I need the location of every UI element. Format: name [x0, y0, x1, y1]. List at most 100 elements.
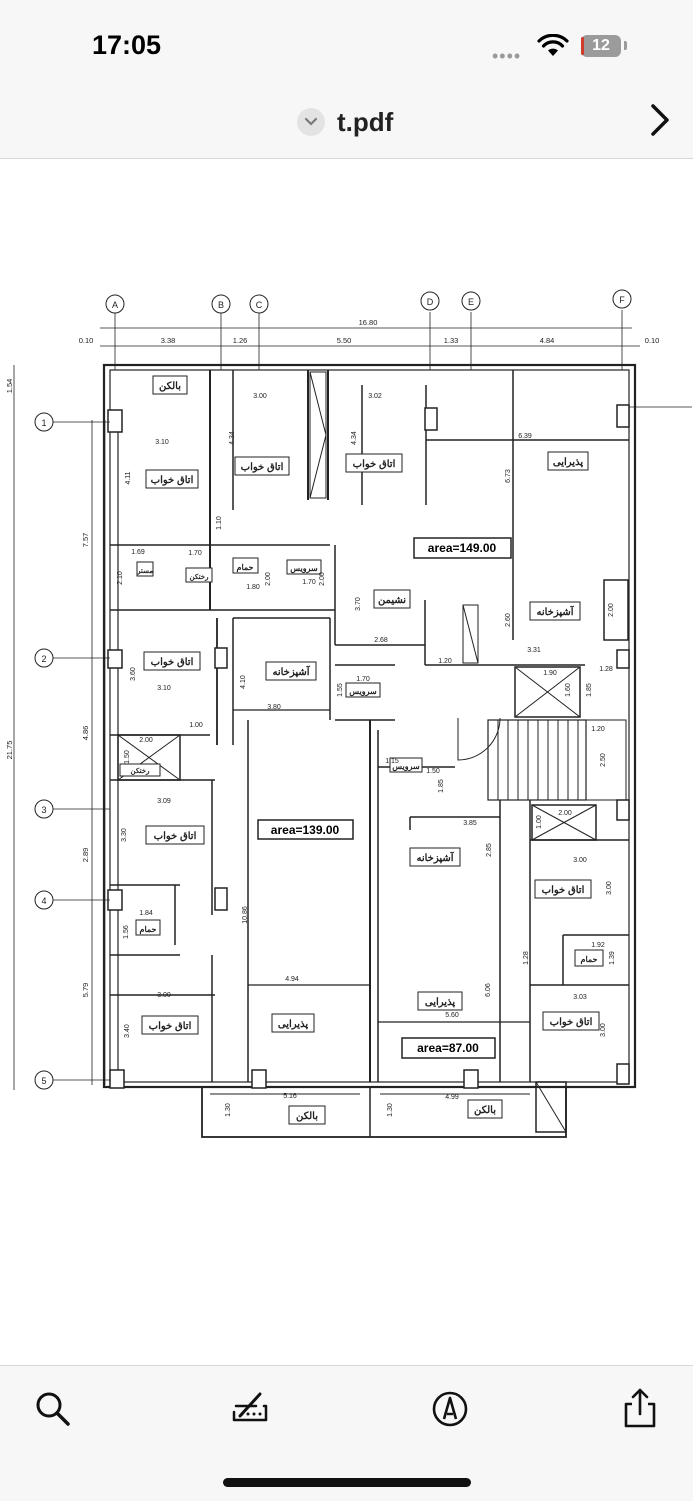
room-bedroom: اتاق خواب	[149, 1021, 192, 1032]
svg-text:3.31: 3.31	[527, 647, 541, 654]
room-bedroom: اتاق خواب	[353, 459, 396, 470]
interior-dimensions: 3.00 3.02 6.39 3.10 4.34 4.34 4.11 6.73 …	[117, 393, 616, 1117]
wifi-icon	[537, 34, 569, 56]
svg-text:1.28: 1.28	[523, 951, 530, 965]
grid-row-1: 1	[41, 418, 46, 428]
chevron-down-icon[interactable]	[297, 108, 325, 136]
svg-text:area=139.00: area=139.00	[271, 823, 340, 837]
room-bedroom: اتاق خواب	[151, 475, 194, 486]
svg-text:3.02: 3.02	[368, 393, 382, 400]
grid-col-b: B	[218, 300, 224, 310]
grid-col-d: D	[427, 297, 434, 307]
svg-text:4.34: 4.34	[229, 431, 236, 445]
pen-circle-icon[interactable]	[428, 1386, 472, 1430]
svg-text:2.85: 2.85	[486, 843, 493, 857]
svg-text:2.60: 2.60	[505, 613, 512, 627]
svg-text:area=87.00: area=87.00	[417, 1041, 479, 1055]
svg-text:10.86: 10.86	[242, 906, 249, 924]
svg-text:1.30: 1.30	[225, 1103, 232, 1117]
svg-text:1.55: 1.55	[337, 683, 344, 697]
svg-text:1.84: 1.84	[139, 910, 153, 917]
svg-text:1.60: 1.60	[565, 683, 572, 697]
svg-text:6.73: 6.73	[505, 469, 512, 483]
dim-left: 2.89	[81, 848, 90, 863]
floor-plan-page[interactable]: A B C D E F 1 2 3 4 5 16.80 0.10 3.38 1.…	[0, 158, 693, 1364]
svg-text:3.00: 3.00	[600, 1023, 607, 1037]
svg-text:2.68: 2.68	[374, 637, 388, 644]
room-bath: حمام	[140, 925, 157, 935]
dim-top: 5.50	[337, 336, 352, 345]
svg-text:3.85: 3.85	[463, 820, 477, 827]
grid-row-5: 5	[41, 1076, 46, 1086]
area-box-139: area=139.00	[257, 819, 354, 840]
svg-text:1.92: 1.92	[591, 942, 605, 949]
share-icon[interactable]	[618, 1386, 662, 1430]
dim-left: 4.86	[81, 726, 90, 741]
svg-text:1.50: 1.50	[124, 750, 131, 764]
svg-text:2.00: 2.00	[139, 737, 153, 744]
svg-text:3.09: 3.09	[157, 798, 171, 805]
grid-row-2: 2	[41, 654, 46, 664]
grid-col-c: C	[256, 300, 263, 310]
room-kitchen: آشپزخانه	[536, 605, 574, 618]
svg-text:4.34: 4.34	[351, 431, 358, 445]
svg-text:2.50: 2.50	[600, 753, 607, 767]
dim-top: 1.33	[444, 336, 459, 345]
dim-top: 3.38	[161, 336, 176, 345]
dim-top: 1.26	[233, 336, 248, 345]
svg-text:1.20: 1.20	[591, 726, 605, 733]
room-reception: پذیرایی	[425, 997, 455, 1008]
markup-icon[interactable]	[228, 1386, 272, 1430]
area-box-87: area=87.00	[401, 1037, 496, 1059]
search-icon[interactable]	[30, 1386, 74, 1430]
svg-text:5.60: 5.60	[445, 1012, 459, 1019]
svg-text:3.00: 3.00	[606, 881, 613, 895]
battery-cap	[624, 41, 627, 50]
room-balcony: بالکن	[474, 1105, 496, 1116]
signal-indicator: ••••	[492, 46, 522, 66]
svg-text:1.85: 1.85	[586, 683, 593, 697]
dim-left: 1.54	[5, 379, 14, 394]
svg-text:1.28: 1.28	[599, 666, 613, 673]
svg-text:2.00: 2.00	[319, 572, 326, 586]
svg-text:1.56: 1.56	[123, 925, 130, 939]
svg-text:3.60: 3.60	[130, 667, 137, 681]
room-bath: حمام	[581, 955, 598, 965]
battery-indicator: 12	[581, 35, 621, 57]
dim-left: 5.79	[81, 983, 90, 998]
dim-top: 0.10	[79, 336, 94, 345]
svg-text:4.94: 4.94	[285, 976, 299, 983]
room-bath: حمام	[237, 563, 254, 573]
battery-level: 12	[592, 37, 610, 54]
svg-text:1.80: 1.80	[246, 584, 260, 591]
chevron-right-icon[interactable]	[648, 102, 672, 138]
svg-text:1.30: 1.30	[387, 1103, 394, 1117]
room-wc: سرویس	[290, 564, 318, 574]
svg-text:3.10: 3.10	[157, 685, 171, 692]
svg-text:6.06: 6.06	[485, 983, 492, 997]
svg-text:3.30: 3.30	[121, 828, 128, 842]
svg-text:3.70: 3.70	[355, 597, 362, 611]
room-closet: رختکن	[130, 767, 150, 775]
room-kitchen: آشپزخانه	[272, 665, 310, 678]
home-indicator[interactable]	[223, 1478, 471, 1487]
svg-text:2.00: 2.00	[558, 810, 572, 817]
grid-col-f: F	[619, 295, 625, 305]
room-master: مستر	[136, 568, 153, 575]
document-title-menu[interactable]: t.pdf	[297, 104, 393, 140]
document-title: t.pdf	[337, 106, 394, 137]
svg-text:3.00: 3.00	[157, 992, 171, 999]
svg-text:3.80: 3.80	[267, 704, 281, 711]
room-closet: رختکن	[189, 573, 209, 581]
room-reception: پذیرایی	[278, 1019, 308, 1030]
room-bedroom: اتاق خواب	[241, 462, 284, 473]
dim-top: 0.10	[645, 336, 660, 345]
svg-text:1.69: 1.69	[131, 549, 145, 556]
dim-total-width: 16.80	[359, 318, 378, 327]
svg-text:1.70: 1.70	[188, 550, 202, 557]
room-reception: پذیرایی	[553, 457, 583, 468]
svg-text:6.39: 6.39	[518, 433, 532, 440]
svg-text:1.70: 1.70	[356, 676, 370, 683]
svg-text:3.03: 3.03	[573, 994, 587, 1001]
status-time: 17:05	[92, 30, 162, 60]
